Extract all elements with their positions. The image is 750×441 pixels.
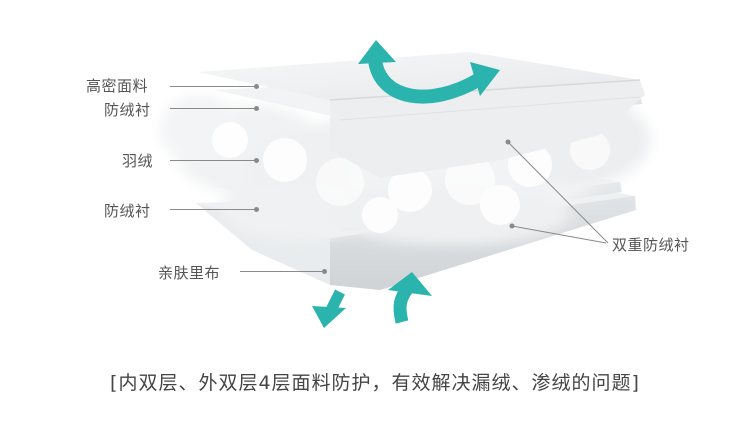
leader-dot-outer-lining (254, 106, 259, 111)
curved-arrow-up-icon (358, 40, 500, 104)
leader-top-fabric (170, 86, 256, 87)
label-outer-lining: 防绒衬 (104, 101, 151, 119)
caption: [内双层、外双层4层面料防护，有效解决漏绒、渗绒的问题] (110, 372, 640, 394)
arrow-up-icon (388, 272, 432, 324)
leader-dot-skin-fabric (322, 269, 327, 274)
leader-skin-fabric (240, 271, 324, 272)
label-double-lining: 双重防绒衬 (612, 236, 690, 254)
label-top-fabric: 高密面料 (86, 77, 149, 95)
label-skin-fabric: 亲肤里布 (158, 264, 221, 282)
leader-down (170, 160, 256, 161)
arrow-down-icon (312, 289, 346, 328)
leader-dot-top-fabric (254, 84, 259, 89)
leader-outer-lining (170, 108, 256, 109)
label-inner-lining: 防绒衬 (104, 202, 151, 220)
leader-dot-inner-lining (254, 207, 259, 212)
label-down: 羽绒 (122, 152, 154, 170)
top-fabric-layer (198, 52, 645, 178)
leader-inner-lining (170, 209, 256, 210)
leader-dot-down (254, 158, 259, 163)
